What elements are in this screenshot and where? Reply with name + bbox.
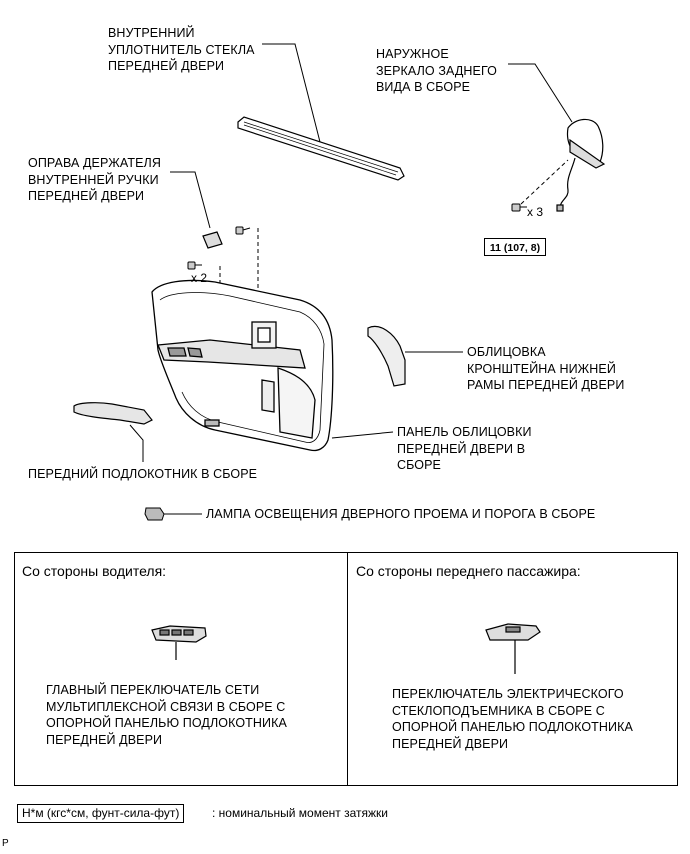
leader-handle-bezel — [170, 171, 211, 229]
label-driver-switch: ГЛАВНЫЙ ПЕРЕКЛЮЧАТЕЛЬ СЕТИ МУЛЬТИПЛЕКСНО… — [46, 683, 287, 747]
label-handle-bezel: ОПРАВА ДЕРЖАТЕЛЯ ВНУТРЕННЕЙ РУЧКИ ПЕРЕДН… — [28, 156, 161, 203]
label-bracket-cover: ОБЛИЦОВКА КРОНШТЕЙНА НИЖНЕЙ РАМЫ ПЕРЕДНЕ… — [467, 345, 625, 392]
bracket-cover-part — [367, 325, 406, 387]
corner-mark: P — [2, 838, 9, 849]
torque-spec-box: 11 (107, 8) — [484, 238, 546, 256]
label-glass-seal: ВНУТРЕННИЙ УПЛОТНИТЕЛЬ СТЕКЛА ПЕРЕДНЕЙ Д… — [108, 26, 255, 73]
outer-mirror — [556, 118, 606, 212]
torque-legend-description: : номинальный момент затяжки — [212, 806, 388, 820]
screw-mirror — [511, 203, 527, 212]
leader-glass-seal — [262, 43, 321, 143]
passenger-side-panel — [347, 552, 678, 786]
label-passenger-switch: ПЕРЕКЛЮЧАТЕЛЬ ЭЛЕКТРИЧЕСКОГО СТЕКЛОПОДЪЕ… — [392, 687, 633, 751]
qty-screws-mirror: x 3 — [527, 205, 544, 219]
leader-trim-panel — [331, 431, 394, 439]
screw-top-right — [235, 226, 251, 235]
courtesy-lamp-part — [144, 507, 165, 521]
leader-mirror — [508, 63, 573, 123]
driver-side-panel — [14, 552, 348, 786]
handle-bezel-part — [202, 231, 223, 249]
qty-screws-top: x 2 — [191, 271, 208, 285]
passenger-side-header: Со стороны переднего пассажира: — [356, 563, 581, 579]
label-courtesy-lamp: ЛАМПА ОСВЕЩЕНИЯ ДВЕРНОГО ПРОЕМА И ПОРОГА… — [206, 507, 596, 521]
label-trim-panel: ПАНЕЛЬ ОБЛИЦОВКИ ПЕРЕДНЕЙ ДВЕРИ В СБОРЕ — [397, 425, 532, 472]
glass-seal-strip — [237, 116, 405, 181]
screw-top-left — [187, 261, 202, 270]
driver-side-header: Со стороны водителя: — [22, 563, 167, 579]
label-armrest: ПЕРЕДНИЙ ПОДЛОКОТНИК В СБОРЕ — [28, 467, 258, 481]
leader-armrest — [129, 424, 144, 462]
armrest-part — [73, 402, 153, 425]
torque-unit-legend: Н*м (кгс*см, фунт-сила-фут) — [17, 804, 185, 823]
driver-master-switch-part — [151, 625, 207, 660]
passenger-switch-part — [485, 623, 541, 674]
label-mirror: НАРУЖНОЕ ЗЕРКАЛО ЗАДНЕГО ВИДА В СБОРЕ — [376, 47, 497, 94]
door-trim-panel — [151, 279, 334, 452]
